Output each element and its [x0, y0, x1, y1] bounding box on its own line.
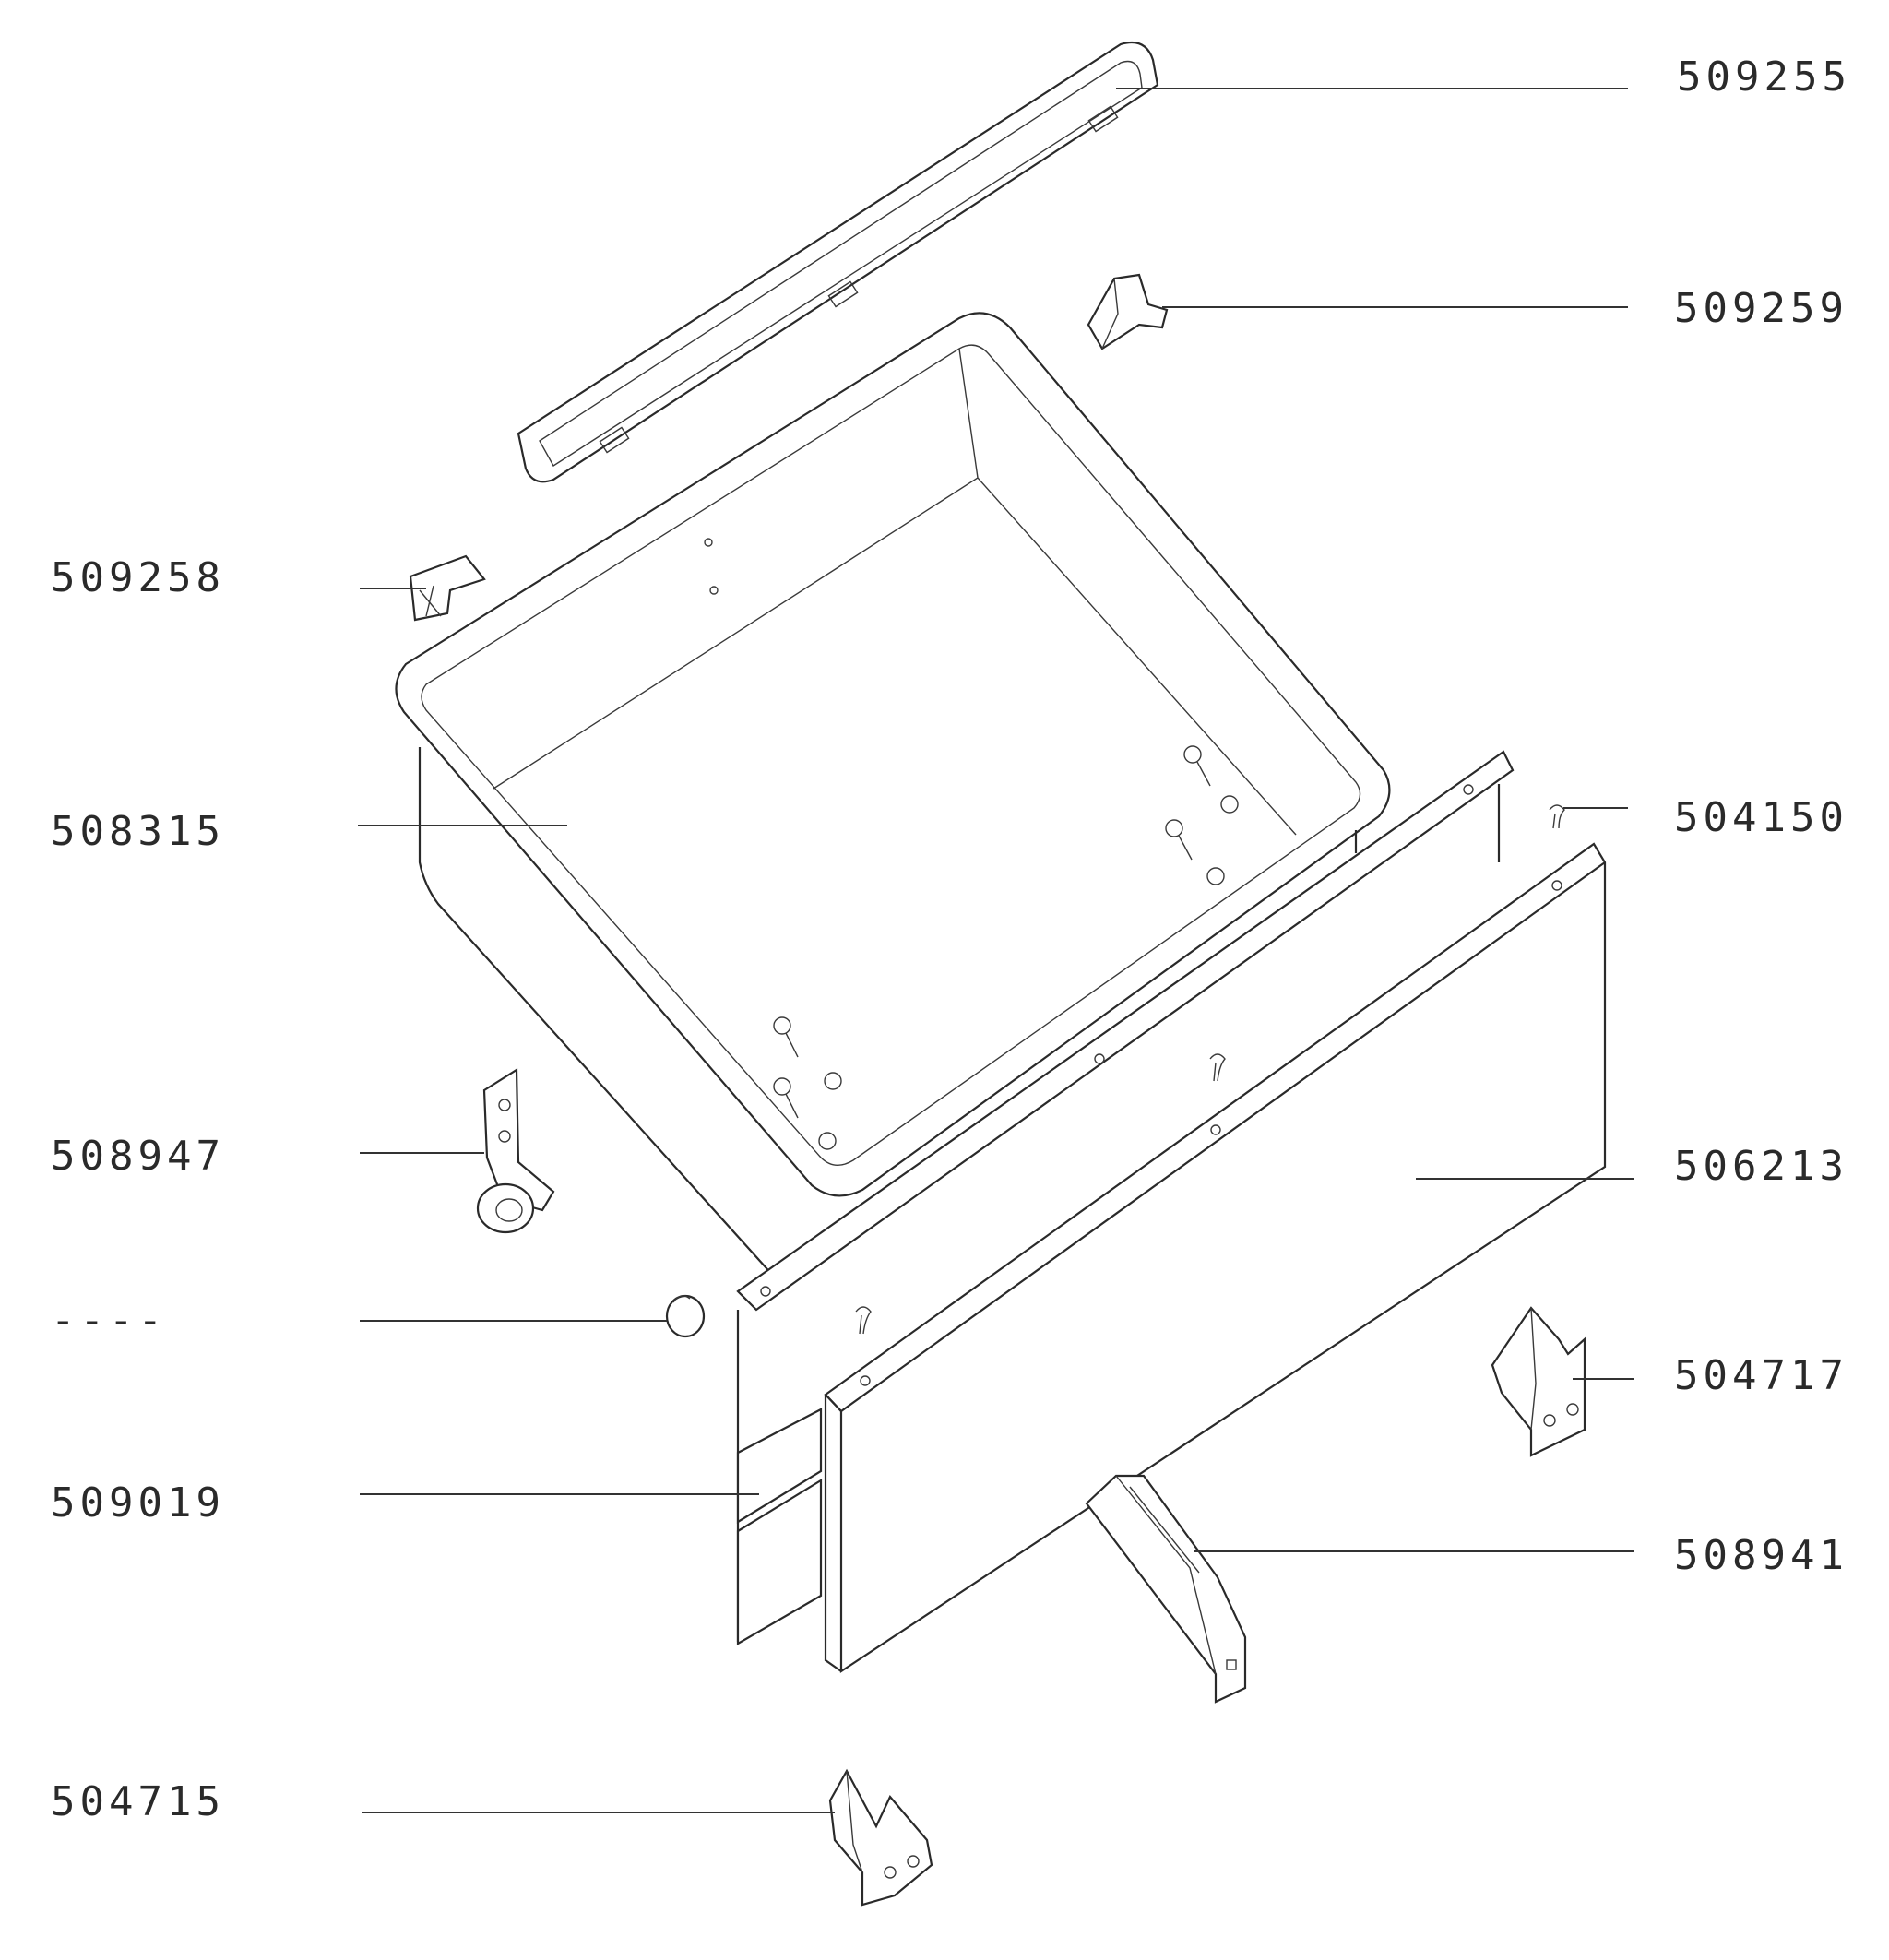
label-509259: 509259: [1674, 285, 1848, 332]
label-509255: 509255: [1677, 53, 1851, 101]
part-504715-bracket: [828, 1768, 933, 1907]
label-508947: 508947: [51, 1133, 225, 1180]
part-508947-caster: [476, 1068, 555, 1234]
part-506213-front-panel: [824, 842, 1607, 1674]
part-509259-clip: [1087, 273, 1169, 350]
label-504715: 504715: [51, 1778, 225, 1825]
label-508315: 508315: [51, 808, 225, 855]
part-508941-runner: [1085, 1474, 1247, 1704]
label-504150: 504150: [1674, 794, 1848, 841]
part-509019-strip: [736, 1408, 823, 1645]
label-509258: 509258: [51, 554, 225, 601]
label-509019: 509019: [51, 1479, 225, 1526]
part-unnumbered-knob: [665, 1294, 706, 1338]
label-506213: 506213: [1674, 1143, 1848, 1190]
leader-lines: [358, 88, 1634, 1813]
part-504717-bracket: [1491, 1306, 1586, 1457]
label-unnumbered: ----: [51, 1297, 167, 1344]
label-508941: 508941: [1674, 1532, 1848, 1579]
label-504717: 504717: [1674, 1352, 1848, 1399]
part-508315-tub: [395, 312, 1391, 1278]
part-509255-rail: [517, 41, 1159, 483]
part-504150-pin: [1549, 804, 1565, 829]
part-509258-clip: [409, 554, 486, 622]
